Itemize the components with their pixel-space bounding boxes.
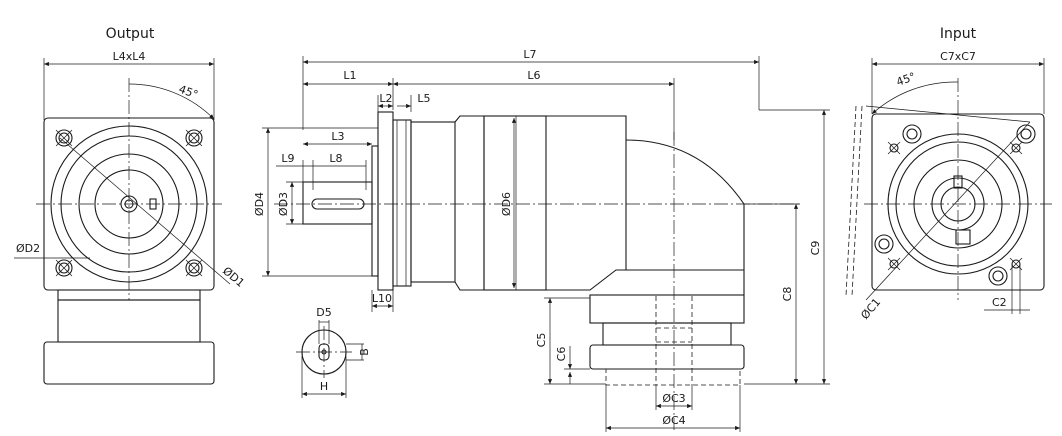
dim-c6: C6 [555,347,568,362]
dim-c4: ØC4 [662,414,685,427]
shaft-section: D5 B H [296,306,371,398]
dim-c1: ØC1 [858,296,883,322]
dim-l8: L8 [329,152,342,165]
dim-d5: D5 [316,306,331,319]
dim-l3: L3 [331,130,344,143]
dim-d4: ØD4 [253,192,266,216]
dim-l2: L2 [379,92,392,105]
dim-c7xc7: C7xC7 [940,50,976,63]
input-mounting-holes [874,124,1036,286]
output-view: Output L4xL4 45° [14,26,247,385]
dim-c5: C5 [535,333,548,348]
dim-d2: ØD2 [16,242,40,255]
dim-l10: L10 [372,292,392,305]
dim-l6: L6 [527,69,540,82]
dim-l5: L5 [417,92,430,105]
side-flange [377,111,394,291]
output-title: Output [106,26,155,42]
dim-c3: ØC3 [662,392,685,405]
dim-l9: L9 [281,152,294,165]
dim-h: H [320,380,328,393]
dim-b: B [358,348,371,356]
output-angle-label: 45° [177,83,200,102]
dim-l4xl4: L4xL4 [113,50,146,63]
input-view: Input C7xC7 [845,26,1052,322]
input-angle-label: 45° [895,70,918,89]
side-view: L7 L1 L6 L2 L5 L3 L9 L8 ØD4 ØD3 [253,48,830,432]
dim-l1: L1 [343,69,356,82]
output-mounting-holes [55,129,203,277]
dim-d1: ØD1 [220,264,247,289]
gear-housing [483,115,547,291]
dim-c2: C2 [992,296,1007,309]
input-title: Input [940,26,977,42]
dim-c8: C8 [781,287,794,302]
dim-c9: C9 [809,241,822,256]
dim-l7: L7 [523,48,536,61]
